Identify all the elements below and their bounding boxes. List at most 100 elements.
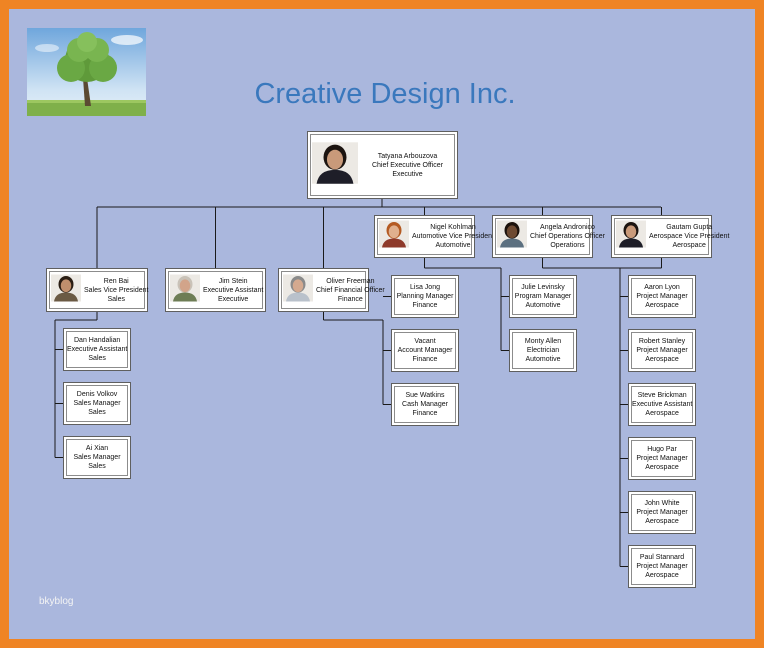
person-dept: Aerospace xyxy=(645,572,679,579)
person-title: Executive Assistant xyxy=(67,346,128,353)
person-photo xyxy=(170,270,200,311)
person-title: Chief Operations Officer xyxy=(530,233,605,240)
person-title: Automotive Vice President xyxy=(412,233,494,240)
person-dept: Aerospace xyxy=(645,518,679,525)
person-name: Sue Watkins xyxy=(405,392,445,399)
person-photo xyxy=(616,216,646,257)
person-dept: Aerospace xyxy=(672,242,706,249)
person-name: John White xyxy=(644,500,680,507)
person-dept: Automotive xyxy=(435,242,471,249)
person-name: Angela Andronico xyxy=(540,224,595,231)
person-title: Chief Executive Officer xyxy=(371,161,444,169)
person-title: Executive Assistant xyxy=(632,401,693,408)
person-dept: Sales xyxy=(88,409,106,416)
person-name: Dan Handalian xyxy=(74,337,121,344)
person-title: Project Manager xyxy=(636,509,688,516)
person-name: Lisa Jong xyxy=(410,284,440,291)
person-title: Aerospace Vice President xyxy=(649,233,730,240)
person-name: Steve Brickman xyxy=(637,392,687,399)
person-title: Executive Assistant xyxy=(203,286,264,294)
page-title: Creative Design Inc. xyxy=(254,78,516,110)
person-title: Sales Manager xyxy=(73,400,121,407)
person-photo xyxy=(283,270,313,311)
person-name: Hugo Par xyxy=(647,446,677,453)
person-photo xyxy=(312,134,358,197)
person-photo xyxy=(379,216,409,257)
person-dept: Automotive xyxy=(525,302,561,309)
person-name: Tatyana Arbouzova xyxy=(377,152,438,160)
person-title: Sales Manager xyxy=(73,454,121,461)
person-title: Electrician xyxy=(526,347,560,354)
person-title: Project Manager xyxy=(636,563,688,570)
person-name: Robert Stanley xyxy=(638,338,686,345)
person-name: Ai Xian xyxy=(85,445,109,452)
person-title: Project Manager xyxy=(636,293,688,300)
person-name: Monty Allen xyxy=(524,338,562,345)
person-name: Oliver Freeman xyxy=(326,277,375,285)
person-name: Vacant xyxy=(414,338,436,345)
person-title: Program Manager xyxy=(514,293,572,300)
person-dept: Finance xyxy=(412,356,438,363)
person-dept: Operations xyxy=(550,242,585,249)
person-dept: Executive xyxy=(392,170,423,178)
person-dept: Finance xyxy=(412,410,438,417)
person-title: Project Manager xyxy=(636,455,688,462)
person-dept: Executive xyxy=(217,295,249,303)
person-title: Account Manager xyxy=(397,347,453,354)
person-name: Jim Stein xyxy=(218,277,248,285)
person-name: Paul Stannard xyxy=(639,554,685,561)
tree-logo-image xyxy=(27,28,146,116)
person-dept: Finance xyxy=(337,295,363,303)
person-dept: Sales xyxy=(88,355,106,362)
person-dept: Sales xyxy=(88,463,106,470)
person-name: Nigel Kohlman xyxy=(430,224,476,231)
person-title: Cash Manager xyxy=(402,401,448,408)
person-title: Sales Vice President xyxy=(84,286,149,294)
person-dept: Automotive xyxy=(525,356,561,363)
person-name: Gautam Gupta xyxy=(666,224,713,231)
person-dept: Aerospace xyxy=(645,464,679,471)
person-name: Julie Levinsky xyxy=(521,284,565,291)
person-name: Ren Bai xyxy=(103,277,129,285)
person-title: Project Manager xyxy=(636,347,688,354)
person-title: Planning Manager xyxy=(396,293,454,300)
person-dept: Sales xyxy=(107,295,125,303)
